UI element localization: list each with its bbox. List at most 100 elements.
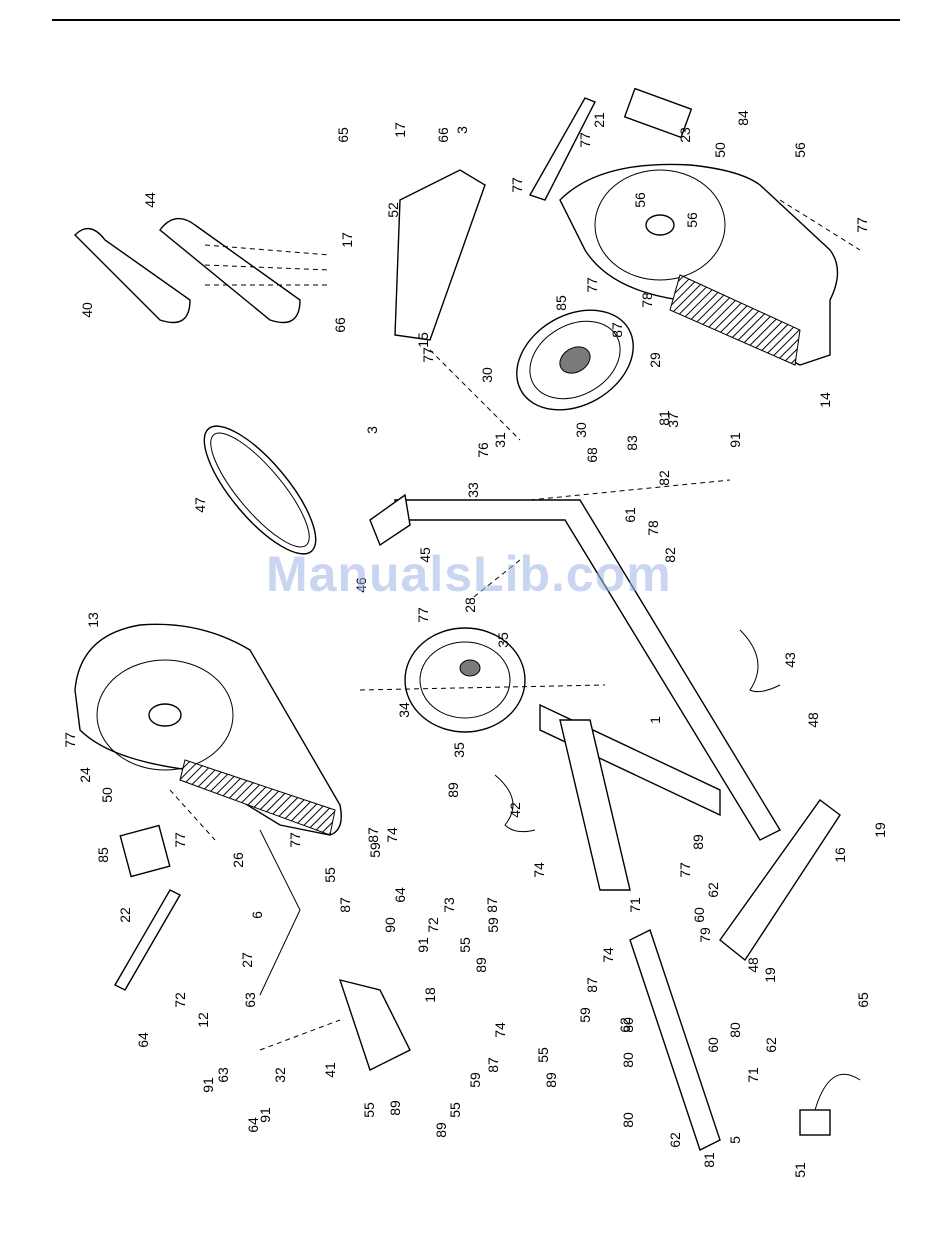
part-label-21: 21 <box>591 112 607 128</box>
part-label-64: 64 <box>135 1032 151 1048</box>
part-label-80: 80 <box>620 1052 636 1068</box>
part-label-19: 19 <box>872 822 888 838</box>
part-label-16: 16 <box>832 847 848 863</box>
part-label-56: 56 <box>792 142 808 158</box>
part-label-89: 89 <box>445 782 461 798</box>
part-label-24: 24 <box>77 767 93 783</box>
part-label-32: 32 <box>272 1067 288 1083</box>
part-label-80: 80 <box>620 1017 636 1033</box>
part-label-1: 1 <box>647 716 663 724</box>
part-label-87: 87 <box>584 977 600 993</box>
part-label-74: 74 <box>384 827 400 843</box>
part-label-77: 77 <box>509 177 525 193</box>
strap-left <box>114 889 181 991</box>
part-label-34: 34 <box>396 702 412 718</box>
part-label-29: 29 <box>647 352 663 368</box>
part-label-33: 33 <box>465 482 481 498</box>
pulley-29 <box>516 309 634 411</box>
part-label-56: 56 <box>684 212 700 228</box>
part-label-13: 13 <box>85 612 101 628</box>
part-label-63: 63 <box>215 1067 231 1083</box>
part-label-71: 71 <box>627 897 643 913</box>
part-label-78: 78 <box>639 292 655 308</box>
part-label-62: 62 <box>705 882 721 898</box>
part-label-68: 68 <box>584 447 600 463</box>
part-label-55: 55 <box>447 1102 463 1118</box>
part-label-78: 78 <box>645 520 661 536</box>
part-label-48: 48 <box>745 957 761 973</box>
part-label-76: 76 <box>475 442 491 458</box>
part-label-60: 60 <box>705 1037 721 1053</box>
part-label-22: 22 <box>117 907 133 923</box>
part-label-30: 30 <box>573 422 589 438</box>
part-label-59: 59 <box>467 1072 483 1088</box>
part-label-91: 91 <box>727 432 743 448</box>
part-label-81: 81 <box>656 410 672 426</box>
part-label-61: 61 <box>622 507 638 523</box>
flywheel-34 <box>404 627 526 733</box>
belt-47 <box>203 425 317 555</box>
part-label-6: 6 <box>249 911 265 919</box>
part-label-77: 77 <box>62 732 78 748</box>
part-label-35: 35 <box>451 742 467 758</box>
part-label-17: 17 <box>392 122 408 138</box>
part-label-87: 87 <box>609 322 625 338</box>
part-label-55: 55 <box>361 1102 377 1118</box>
part-label-77: 77 <box>415 607 431 623</box>
part-label-77: 77 <box>420 347 436 363</box>
part-label-91: 91 <box>415 937 431 953</box>
part-label-87: 87 <box>485 1057 501 1073</box>
part-label-41: 41 <box>322 1062 338 1078</box>
wire-42 <box>494 774 536 833</box>
part-label-59: 59 <box>577 1007 593 1023</box>
part-label-74: 74 <box>531 862 547 878</box>
main-frame <box>369 493 781 891</box>
part-label-72: 72 <box>172 992 188 1008</box>
part-label-55: 55 <box>457 937 473 953</box>
part-label-65: 65 <box>855 992 871 1008</box>
part-label-85: 85 <box>553 295 569 311</box>
part-label-12: 12 <box>195 1012 211 1028</box>
part-label-77: 77 <box>584 277 600 293</box>
part-label-77: 77 <box>677 862 693 878</box>
part-label-77: 77 <box>577 132 593 148</box>
part-label-62: 62 <box>617 1017 633 1033</box>
part-label-43: 43 <box>782 652 798 668</box>
part-label-80: 80 <box>620 1112 636 1128</box>
bracket-41 <box>338 979 411 1071</box>
part-label-77: 77 <box>854 217 870 233</box>
part-label-90: 90 <box>382 917 398 933</box>
part-label-74: 74 <box>492 1022 508 1038</box>
part-label-27: 27 <box>239 952 255 968</box>
part-label-77: 77 <box>172 832 188 848</box>
part-label-87: 87 <box>484 897 500 913</box>
part-label-30: 30 <box>479 367 495 383</box>
part-label-40: 40 <box>79 302 95 318</box>
part-label-55: 55 <box>322 867 338 883</box>
part-label-47: 47 <box>192 497 208 513</box>
part-label-14: 14 <box>817 392 833 408</box>
pedal-21 <box>623 87 693 139</box>
part-label-63: 63 <box>242 992 258 1008</box>
part-label-3: 3 <box>364 426 380 434</box>
part-label-55: 55 <box>535 1047 551 1063</box>
part-label-87: 87 <box>365 827 381 843</box>
part-label-73: 73 <box>441 897 457 913</box>
strap-right <box>528 97 596 201</box>
part-label-66: 66 <box>332 317 348 333</box>
part-label-42: 42 <box>507 802 523 818</box>
upright-post-15 <box>394 169 486 341</box>
part-label-37: 37 <box>665 412 681 428</box>
pedal-22 <box>119 824 171 878</box>
part-label-59: 59 <box>485 917 501 933</box>
part-label-91: 91 <box>257 1107 273 1123</box>
part-label-82: 82 <box>656 470 672 486</box>
part-label-35: 35 <box>495 632 511 648</box>
part-label-72: 72 <box>425 917 441 933</box>
part-label-52: 52 <box>385 202 401 218</box>
part-label-45: 45 <box>417 547 433 563</box>
rail-5 <box>629 929 721 1151</box>
part-label-15: 15 <box>415 332 431 348</box>
part-label-65: 65 <box>335 127 351 143</box>
part-label-66: 66 <box>435 127 451 143</box>
